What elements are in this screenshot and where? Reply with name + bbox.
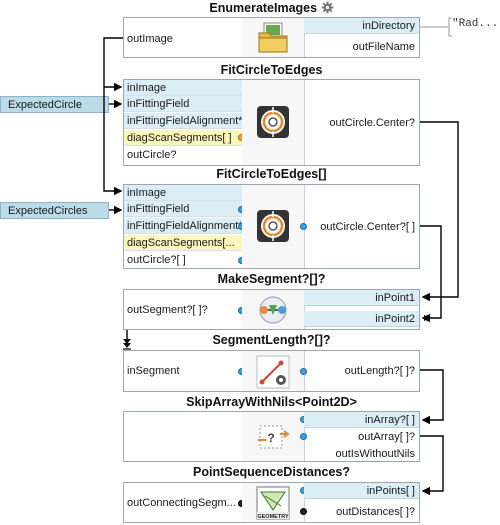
- port-out-file-name[interactable]: outFileName: [352, 41, 415, 53]
- port-out-is-without-nils[interactable]: outIsWithoutNils: [335, 448, 415, 460]
- geometry-icon: GEOMETRY: [256, 486, 290, 520]
- node-icon-column: GEOMETRY: [242, 483, 305, 522]
- wire-array-to-points: [420, 435, 444, 496]
- port-in-point-2[interactable]: inPoint2: [304, 311, 419, 327]
- wire-center-array-to-point2: [420, 225, 442, 323]
- segment-length-icon: [256, 355, 290, 389]
- node-point-sequence-distances[interactable]: outConnectingSegm... GEOMETRY inPoints[ …: [123, 482, 420, 523]
- folder-with-images-icon: [258, 22, 288, 53]
- node-icon-column: [242, 290, 305, 329]
- port-out-distances[interactable]: outDistances[ ]?: [336, 506, 415, 518]
- node-inputs: outSegment?[ ]?: [124, 290, 245, 329]
- svg-text:GEOMETRY: GEOMETRY: [257, 514, 289, 520]
- node-segment-length[interactable]: inSegment outLength?[ ]?: [123, 350, 420, 392]
- node-title: SkipArrayWithNils<Point2D>: [186, 395, 357, 409]
- double-arrowhead: [424, 315, 430, 321]
- node-fit-circle-to-edges-array[interactable]: inImage inFittingField inFittingFieldAli…: [123, 184, 420, 269]
- node-title: MakeSegment?[]?: [217, 272, 326, 286]
- port-dot[interactable]: [300, 223, 307, 230]
- port-in-image[interactable]: inImage: [124, 80, 242, 96]
- node-icon-column: ?: [242, 412, 305, 461]
- gear-icon[interactable]: [321, 1, 334, 14]
- node-icon-column: [242, 18, 305, 57]
- port-dot[interactable]: [300, 508, 307, 515]
- port-out-circle-center-array[interactable]: outCircle.Center?[ ]: [320, 221, 415, 233]
- node-make-segment[interactable]: outSegment?[ ]? inPoint1 inPoint2: [123, 289, 420, 330]
- port-in-fitting-field-alignment[interactable]: inFittingFieldAlignment*: [124, 113, 242, 129]
- circle-target-icon: [257, 210, 289, 242]
- port-out-image[interactable]: outImage: [124, 31, 242, 47]
- node-inputs: inSegment: [124, 351, 245, 391]
- skip-nils-icon: ?: [258, 425, 290, 449]
- port-out-array[interactable]: outArray[ ]?: [358, 431, 415, 443]
- port-out-length[interactable]: outLength?[ ]?: [344, 365, 415, 377]
- port-in-directory[interactable]: inDirectory: [304, 18, 419, 34]
- node-title: SegmentLength?[]?: [212, 333, 331, 347]
- node-icon-column: [242, 351, 305, 391]
- node-icon-column: [242, 185, 305, 268]
- port-out-circle-center[interactable]: outCircle.Center?: [329, 117, 415, 129]
- wire-length-to-array: [420, 369, 444, 425]
- node-outputs: inDirectory outFileName: [304, 18, 419, 57]
- node-title-text: EnumerateImages: [209, 1, 318, 15]
- node-title: FitCircleToEdges: [220, 63, 323, 77]
- port-in-image[interactable]: inImage: [124, 185, 242, 201]
- port-in-array[interactable]: inArray?[ ]: [304, 412, 419, 428]
- node-outputs: inPoint1 inPoint2: [304, 290, 419, 329]
- node-inputs: outImage: [124, 18, 243, 57]
- external-input-expected-circles[interactable]: ExpectedCircles: [0, 202, 109, 219]
- port-dot[interactable]: [300, 433, 307, 440]
- svg-text:?: ?: [267, 431, 274, 445]
- node-title: PointSequenceDistances?: [193, 465, 350, 479]
- port-out-circle-array[interactable]: outCircle?[ ]: [124, 252, 242, 268]
- port-in-segment[interactable]: inSegment: [124, 363, 242, 379]
- node-outputs: outCircle.Center?: [304, 80, 419, 165]
- make-segment-icon: [259, 296, 287, 324]
- port-in-fitting-field-alignment[interactable]: inFittingFieldAlignment*: [124, 218, 242, 234]
- node-inputs: inImage inFittingField inFittingFieldAli…: [124, 185, 245, 268]
- port-out-segment[interactable]: outSegment?[ ]?: [124, 302, 242, 318]
- port-in-fitting-field[interactable]: inFittingField: [124, 201, 242, 217]
- circle-target-icon: [257, 106, 289, 138]
- port-in-point-1[interactable]: inPoint1: [304, 290, 419, 306]
- node-outputs: outCircle.Center?[ ]: [300, 185, 419, 268]
- wire-image: [103, 37, 123, 196]
- node-icon-column: [242, 80, 305, 165]
- node-fit-circle-to-edges[interactable]: inImage inFittingField inFittingFieldAli…: [123, 79, 420, 166]
- port-diag-scan-segments[interactable]: diagScanSegments[...: [124, 235, 242, 251]
- node-outputs: inArray?[ ] outArray[ ]? outIsWithoutNil…: [300, 412, 419, 461]
- node-inputs: inImage inFittingField inFittingFieldAli…: [124, 80, 245, 165]
- external-input-expected-circle[interactable]: ExpectedCircle: [0, 96, 109, 113]
- port-out-connecting-segments[interactable]: outConnectingSegm...: [124, 495, 242, 511]
- port-in-fitting-field[interactable]: inFittingField: [124, 96, 242, 112]
- directory-value-preview[interactable]: "Rad...: [452, 18, 499, 30]
- node-outputs: outLength?[ ]?: [300, 351, 419, 391]
- node-inputs: [124, 412, 243, 461]
- port-out-circle[interactable]: outCircle?: [124, 147, 242, 163]
- node-outputs: inPoints[ ] outDistances[ ]?: [300, 483, 419, 522]
- node-skip-array-with-nils[interactable]: ? inArray?[ ] outArray[ ]? outIsWithoutN…: [123, 411, 420, 462]
- node-title: FitCircleToEdges[]: [216, 167, 327, 181]
- wire-center-to-point1: [420, 121, 459, 302]
- node-inputs: outConnectingSegm...: [124, 483, 245, 522]
- port-in-points[interactable]: inPoints[ ]: [304, 483, 419, 499]
- node-title: EnumerateImages: [123, 1, 420, 15]
- port-dot[interactable]: [300, 368, 307, 375]
- node-enumerate-images[interactable]: outImage inDirectory outFileName: [123, 17, 420, 58]
- port-diag-scan-segments[interactable]: diagScanSegments[ ]: [124, 130, 242, 146]
